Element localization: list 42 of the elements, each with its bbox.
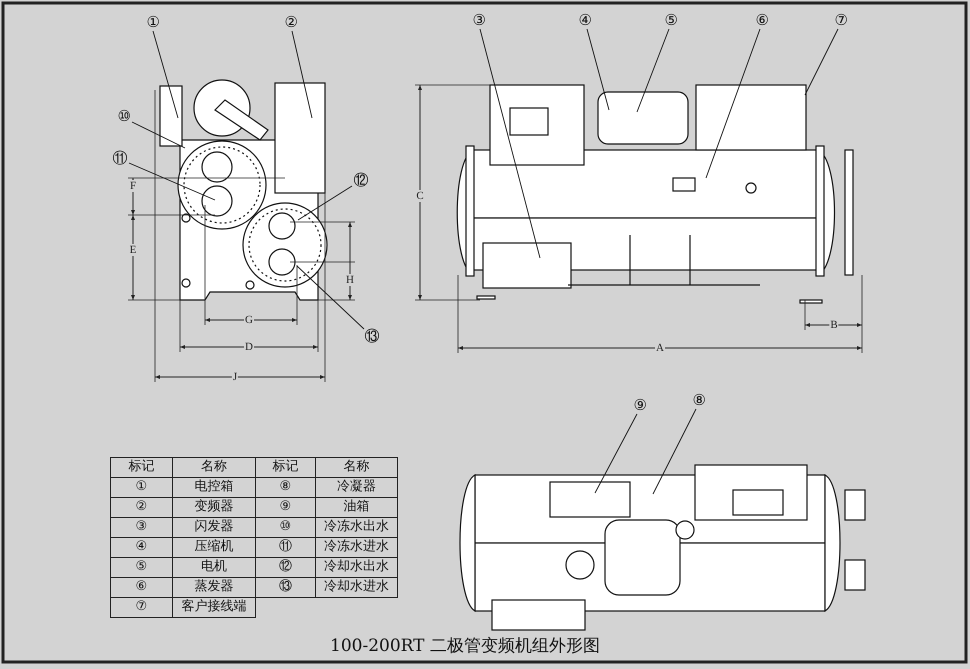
dimension-label: G <box>244 314 254 326</box>
leader-line <box>298 186 352 220</box>
table-header-cell: 标记 <box>110 457 173 478</box>
callout-number: ⑩ <box>118 108 130 124</box>
table-cell: 冷却水进水 <box>315 577 398 598</box>
callout-number: ④ <box>578 12 592 28</box>
dimension-label: A <box>655 342 665 354</box>
callout-number: ① <box>146 14 160 30</box>
dimension-label: F <box>128 180 138 192</box>
leader-line <box>132 122 186 148</box>
leader-line <box>706 28 760 178</box>
table-cell: ⑬ <box>255 577 316 598</box>
callout-number: ⑫ <box>354 172 368 188</box>
callout-number: ③ <box>472 12 486 28</box>
table-cell: ⑦ <box>110 597 173 618</box>
leader-line <box>292 30 312 118</box>
table-cell: 客户接线端 <box>172 597 256 618</box>
caption: 100-200RT 二极管变频机组外形图 <box>330 636 600 656</box>
leader-line <box>804 28 838 96</box>
dimension-label: D <box>244 341 254 353</box>
leader-line <box>296 266 364 330</box>
dimension-label: B <box>829 319 839 331</box>
dimension-label: E <box>128 244 138 256</box>
leader-line <box>128 162 216 200</box>
leader-line <box>652 408 696 494</box>
dimension-label: J <box>232 371 238 383</box>
dimension-label: H <box>345 274 355 286</box>
leader-line <box>152 30 178 118</box>
callout-number: ⑥ <box>756 12 768 28</box>
callout-number: ⑪ <box>112 150 128 166</box>
leader-line <box>480 28 540 258</box>
dimension-label: C <box>415 190 425 202</box>
leader-line <box>636 28 670 112</box>
callout-number: ⑧ <box>692 392 706 408</box>
leader-line <box>594 414 638 494</box>
callout-number: ⑨ <box>634 397 646 413</box>
callout-number: ⑤ <box>664 12 678 28</box>
table-header-cell: 名称 <box>315 457 398 478</box>
callout-number: ⑬ <box>364 328 380 344</box>
leader-line <box>586 28 610 110</box>
callout-number: ② <box>284 14 298 30</box>
callout-number: ⑦ <box>834 12 848 28</box>
